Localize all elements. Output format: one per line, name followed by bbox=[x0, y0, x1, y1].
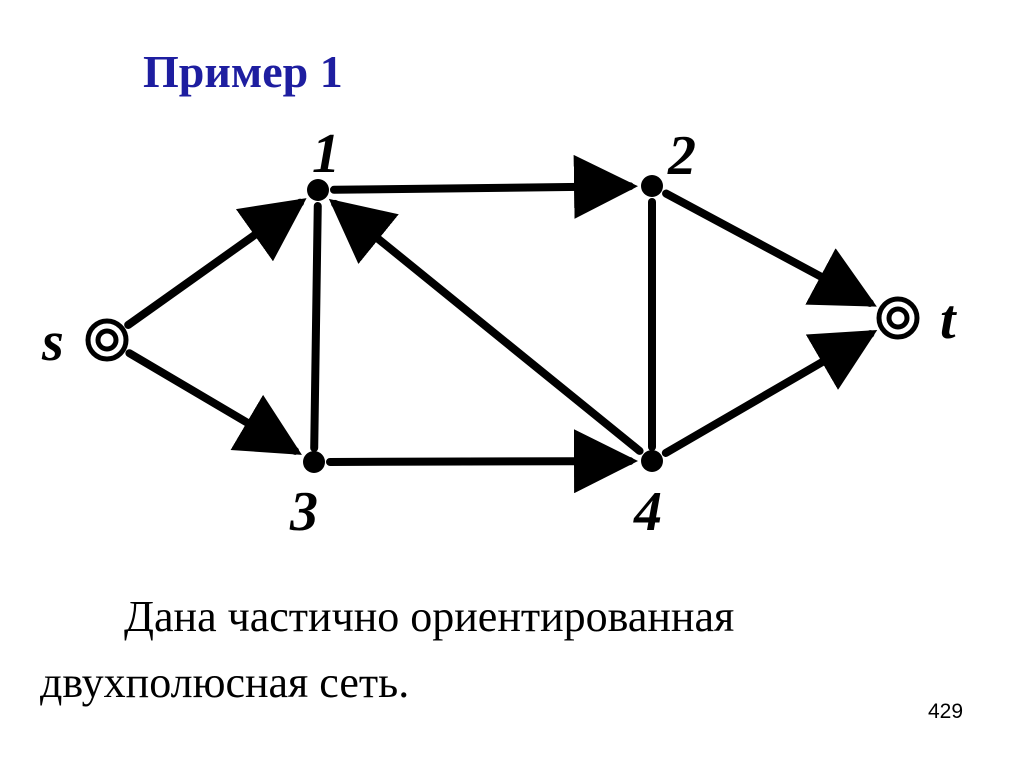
edge-s-3 bbox=[125, 349, 302, 455]
edge-4-1 bbox=[328, 198, 644, 455]
edge-s-1 bbox=[124, 198, 307, 329]
edge-2-t bbox=[662, 189, 877, 307]
node-3-dot bbox=[303, 451, 325, 473]
node-t-pole bbox=[876, 296, 920, 340]
edge-1-3 bbox=[310, 201, 322, 453]
node-label-t: t bbox=[940, 289, 957, 351]
node-label-4: 4 bbox=[633, 481, 662, 543]
node-4-dot bbox=[641, 450, 663, 472]
slide-title: Пример 1 bbox=[143, 46, 343, 97]
edge-4-t bbox=[661, 330, 878, 457]
page-number: 429 bbox=[928, 700, 964, 723]
node-1-dot bbox=[307, 179, 329, 201]
edge-1-2 bbox=[329, 154, 639, 219]
node-s-pole bbox=[85, 318, 129, 362]
node-label-2: 2 bbox=[667, 125, 696, 187]
node-label-1: 1 bbox=[312, 123, 340, 185]
node-label-3: 3 bbox=[289, 481, 318, 543]
node-label-s: s bbox=[41, 311, 64, 373]
node-2-dot bbox=[641, 175, 663, 197]
edge-3-4 bbox=[325, 429, 639, 494]
description-text: Дана частично ориентированная двухполюсн… bbox=[40, 592, 735, 707]
